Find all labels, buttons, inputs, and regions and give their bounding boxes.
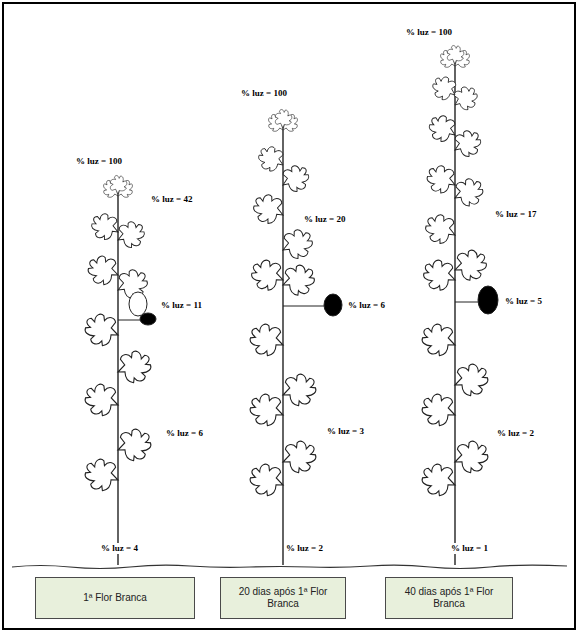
ground-line	[12, 565, 567, 568]
light-percentage: % luz = 5	[504, 296, 543, 307]
light-percentage: % luz = 42	[150, 194, 193, 205]
light-percentage: % luz = 2	[285, 543, 324, 554]
stage-label: 20 dias após 1ª Flor Branca	[237, 586, 329, 610]
light-percentage: % luz = 6	[165, 428, 204, 439]
light-percentage: % luz = 4	[100, 543, 139, 554]
stage-box: 20 dias após 1ª Flor Branca	[220, 577, 346, 619]
stage-box: 1ª Flor Branca	[35, 577, 195, 619]
stage-label: 40 dias após 1ª Flor Branca	[403, 586, 495, 610]
light-percentage: % luz = 100	[75, 156, 123, 167]
light-percentage: % luz = 1	[450, 543, 489, 554]
light-percentage: % luz = 100	[240, 88, 288, 99]
stage-box: 40 dias após 1ª Flor Branca	[385, 577, 513, 619]
frame	[3, 3, 575, 629]
light-percentage: % luz = 100	[405, 27, 453, 38]
light-percentage: % luz = 3	[326, 426, 365, 437]
cotton-plant	[246, 110, 342, 565]
light-percentage: % luz = 20	[303, 214, 346, 225]
cotton-plant	[418, 46, 498, 565]
cotton-plant	[81, 176, 156, 565]
stage-label: 1ª Flor Branca	[83, 592, 147, 604]
light-percentage: % luz = 6	[347, 300, 386, 311]
light-percentage: % luz = 17	[494, 209, 537, 220]
light-percentage: % luz = 11	[160, 300, 203, 311]
light-percentage: % luz = 2	[496, 428, 535, 439]
